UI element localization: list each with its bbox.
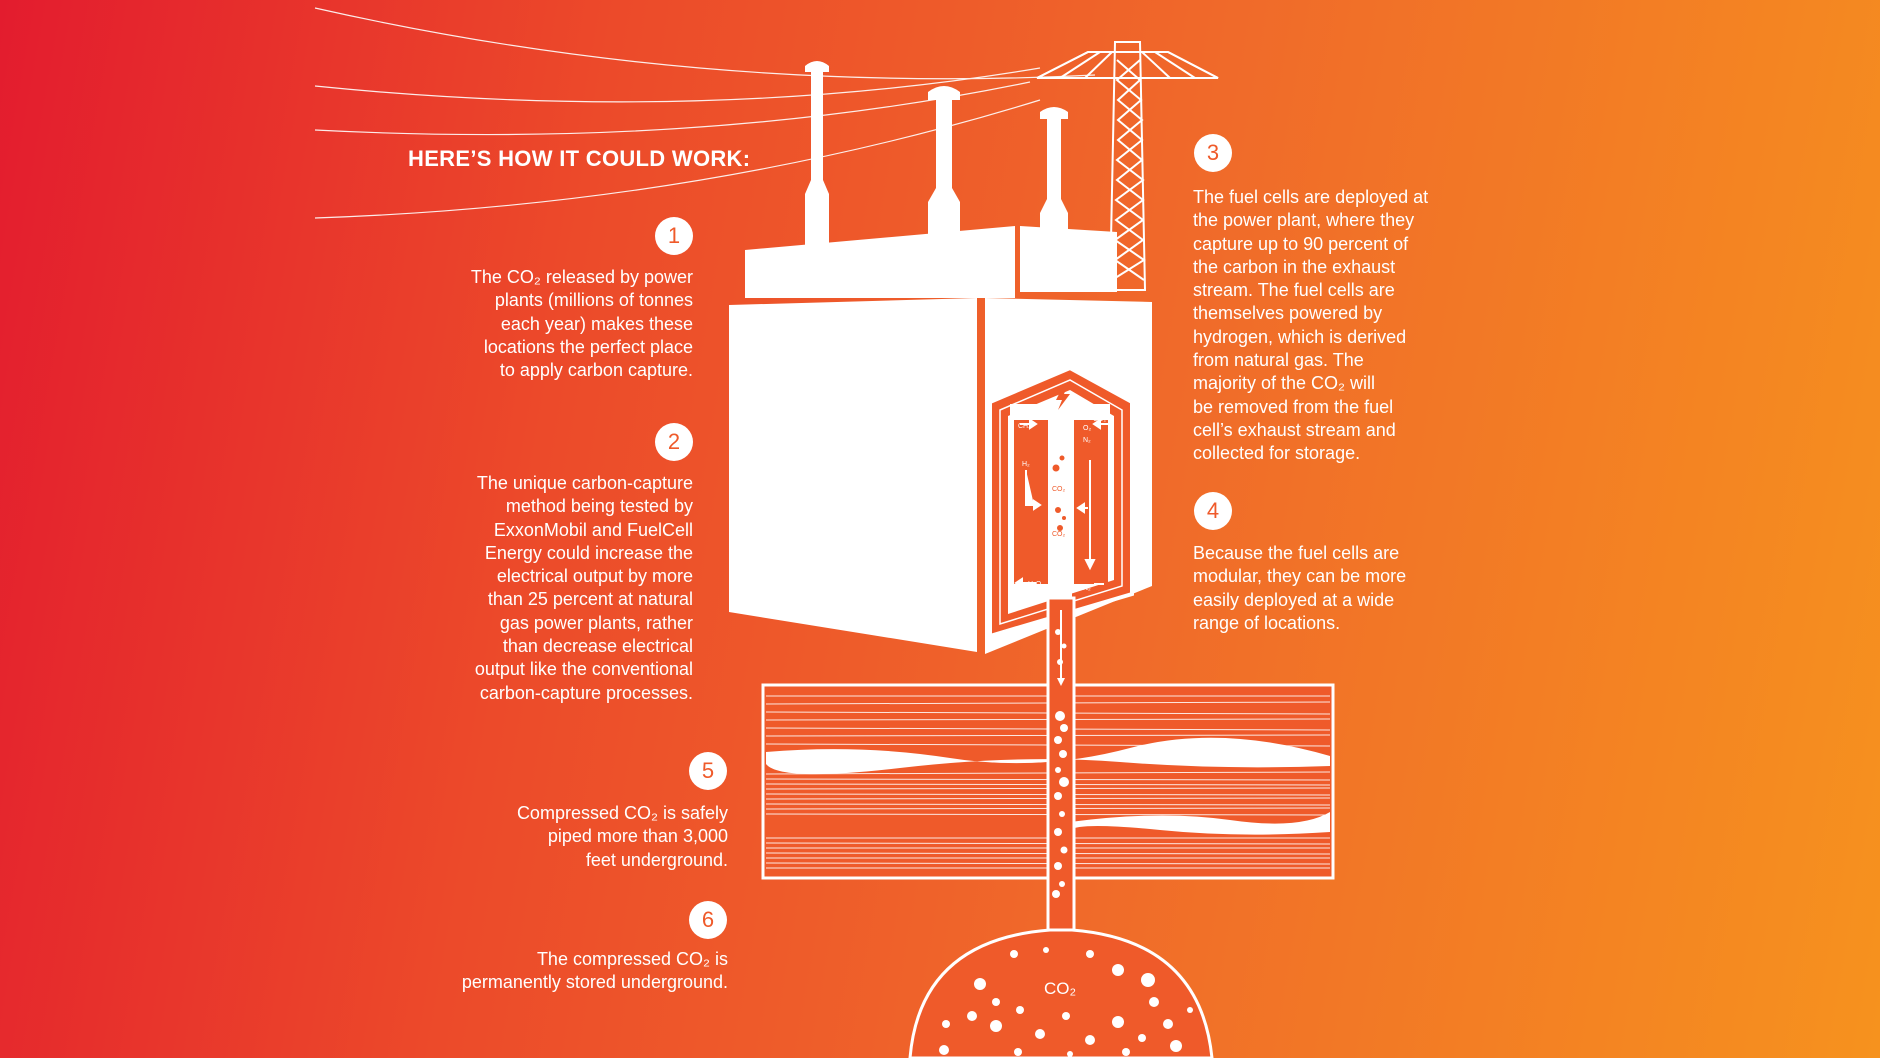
step-3-number: 3 bbox=[1194, 134, 1232, 172]
step-5-number: 5 bbox=[689, 752, 727, 790]
label-h2: H₂ bbox=[1022, 461, 1030, 468]
step-3-text: The fuel cells are deployed at the power… bbox=[1193, 187, 1429, 464]
label-h2o: H₂O bbox=[1028, 581, 1042, 588]
label-co2-a: CO₂ bbox=[1052, 486, 1066, 493]
step-1-text: The CO₂ released by power plants (millio… bbox=[470, 267, 693, 381]
label-n2-top: N₂ bbox=[1083, 437, 1091, 444]
step-2-text: The unique carbon-capture method being t… bbox=[474, 473, 693, 703]
label-o2: O₂ bbox=[1083, 425, 1091, 432]
transmission-tower bbox=[1036, 41, 1219, 291]
co2-reservoir: CO₂ bbox=[908, 928, 1214, 1058]
lightning-bolt-icon bbox=[1056, 384, 1070, 410]
label-n2-bottom: N₂ bbox=[1083, 585, 1091, 592]
smokestacks bbox=[805, 61, 1068, 250]
reservoir-label: CO₂ bbox=[1044, 979, 1076, 998]
step-4-number: 4 bbox=[1194, 492, 1232, 530]
step-1-number: 1 bbox=[655, 217, 693, 255]
fuel-cell-unit: CH₄ H₂ H₂O CO₂ O₂ N₂ N₂ CO₂ CO₂ bbox=[988, 365, 1134, 639]
label-ch4: CH₄ bbox=[1018, 423, 1031, 430]
label-co2-top: CO₂ bbox=[1093, 416, 1107, 423]
step-4-text: Because the fuel cells are modular, they… bbox=[1193, 543, 1407, 633]
injection-pipe bbox=[1046, 596, 1076, 932]
step-6-number: 6 bbox=[689, 901, 727, 939]
power-lines bbox=[314, 7, 1096, 219]
label-co2-b: CO₂ bbox=[1052, 531, 1066, 538]
step-2-number: 2 bbox=[655, 423, 693, 461]
step-5-text: Compressed CO₂ is safely piped more than… bbox=[516, 803, 728, 870]
step-6-text: The compressed CO₂ is permanently stored… bbox=[461, 949, 728, 993]
page-heading: HERE’S HOW IT COULD WORK: bbox=[408, 146, 751, 171]
